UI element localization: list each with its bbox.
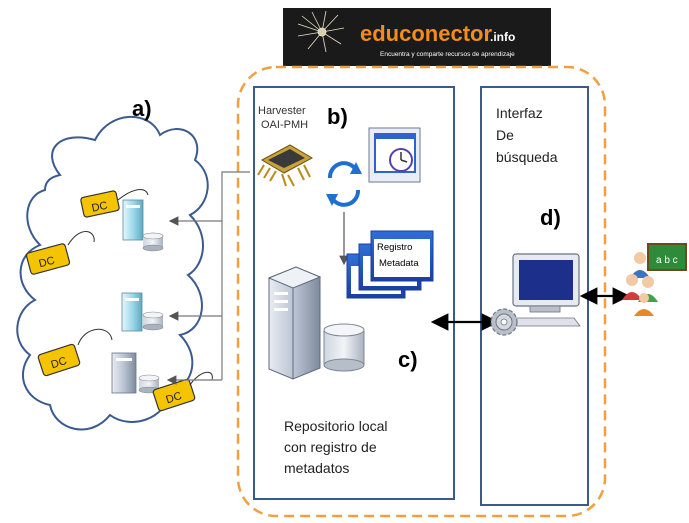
scheduler-window-icon — [368, 127, 421, 183]
label-d: d) — [540, 205, 561, 230]
source-server-1 — [122, 199, 164, 252]
dc-tag-1: DC — [80, 189, 149, 218]
local-database-icon — [323, 323, 365, 372]
computer-monitor-icon — [509, 253, 581, 327]
gear-icon — [490, 308, 518, 336]
interface-line2: De — [496, 127, 514, 143]
label-a: a) — [132, 96, 152, 121]
dc-tag-2: DC — [25, 231, 95, 275]
source-server-3 — [111, 352, 160, 394]
dc-tag-3: DC — [37, 328, 113, 377]
interface-line3: búsqueda — [496, 149, 558, 165]
records-line2: Metadata — [379, 258, 419, 269]
chip-icon — [257, 144, 314, 187]
records-line1: Registro — [377, 242, 412, 253]
label-c: c) — [398, 347, 418, 372]
sync-icon — [326, 161, 362, 207]
label-b: b) — [327, 104, 348, 129]
source-server-2 — [121, 292, 164, 332]
repository-line3: metadatos — [284, 460, 349, 476]
dandelion-icon — [297, 10, 345, 53]
educonector-logo: educonector .info Encuentra y comparte r… — [283, 8, 551, 66]
local-server-icon — [267, 266, 322, 380]
harvester-label-line2: OAI-PMH — [261, 119, 308, 131]
users-group-icon: a b c — [622, 243, 687, 316]
logo-tagline: Encuentra y comparte recursos de aprendi… — [380, 51, 515, 58]
interface-line1: Interfaz — [496, 105, 543, 121]
logo-suffix: .info — [490, 30, 515, 44]
dc-tag-label: DC — [165, 390, 184, 406]
dc-tag-4: DC — [152, 371, 213, 412]
dc-tag-label: DC — [91, 200, 109, 215]
svg-text:a b c: a b c — [656, 255, 678, 266]
repository-line1: Repositorio local — [284, 418, 388, 434]
dc-tag-label: DC — [50, 355, 69, 371]
logo-brand: educonector — [360, 21, 492, 46]
harvest-connectors — [166, 171, 250, 385]
repository-line2: con registro de — [284, 439, 377, 455]
dc-tag-label: DC — [38, 255, 57, 271]
harvester-label-line1: Harvester — [258, 105, 306, 117]
metadata-records-stack: Registro Metadata — [346, 230, 434, 299]
